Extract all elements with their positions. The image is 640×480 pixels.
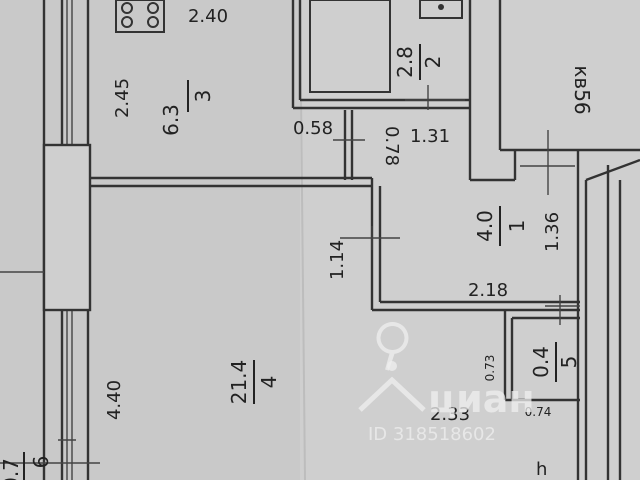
- room-label-1: 4.0 1: [473, 206, 529, 246]
- watermark: циан ID 318518602: [358, 322, 535, 445]
- room-label-2: 2.8 2: [393, 44, 445, 80]
- room-3-area: 6.3: [159, 104, 183, 136]
- location-pin-icon: [358, 322, 426, 412]
- dim-0-58: 0.58: [293, 118, 333, 139]
- room-2-area: 2.8: [393, 46, 417, 78]
- room-2-number: 2: [421, 56, 445, 69]
- dim-2-18: 2.18: [468, 280, 508, 301]
- dim-2-33: 2.33: [430, 404, 470, 425]
- room-label-3: 6.3 3: [159, 80, 215, 136]
- bathtub-icon: [309, 0, 391, 93]
- dim-4-40: 4.40: [104, 380, 125, 420]
- dim-1-31: 1.31: [410, 126, 450, 147]
- apartment-label: кв56: [570, 65, 594, 114]
- room-1-area: 4.0: [473, 210, 497, 242]
- room-5-area: 0.4: [529, 346, 553, 378]
- room-4-number: 4: [257, 376, 281, 389]
- corridor-walls: [90, 110, 640, 480]
- room-4-area: 21.4: [227, 360, 251, 405]
- room-1-number: 1: [505, 220, 529, 233]
- room-6-number: 6: [29, 456, 53, 469]
- dim-1-14: 1.14: [327, 240, 348, 280]
- watermark-brand: циан: [428, 377, 535, 421]
- dim-2-45: 2.45: [112, 78, 133, 118]
- stove-icon: [115, 0, 165, 33]
- room-label-5: 0.4 5: [529, 342, 581, 382]
- room-3-number: 3: [191, 90, 215, 103]
- dimension-ticks: [333, 85, 580, 325]
- room-label-4: 21.4 4: [227, 360, 281, 405]
- partial-text: h: [536, 459, 547, 480]
- dim-1-36: 1.36: [542, 212, 563, 252]
- room-label-6: 0.7 6: [0, 452, 53, 480]
- sink-icon: [419, 0, 463, 19]
- window-block: [42, 143, 92, 312]
- dim-2-40: 2.40: [188, 6, 228, 27]
- watermark-id: ID 318518602: [368, 424, 496, 445]
- closet-walls: [503, 310, 580, 402]
- dim-0-78: 0.78: [381, 126, 402, 166]
- dim-0-74: 0.74: [525, 405, 552, 419]
- room-6-area: 0.7: [0, 458, 23, 480]
- dim-0-73: 0.73: [483, 355, 497, 382]
- room-5-number: 5: [557, 356, 581, 369]
- outer-wall-left: [0, 0, 100, 480]
